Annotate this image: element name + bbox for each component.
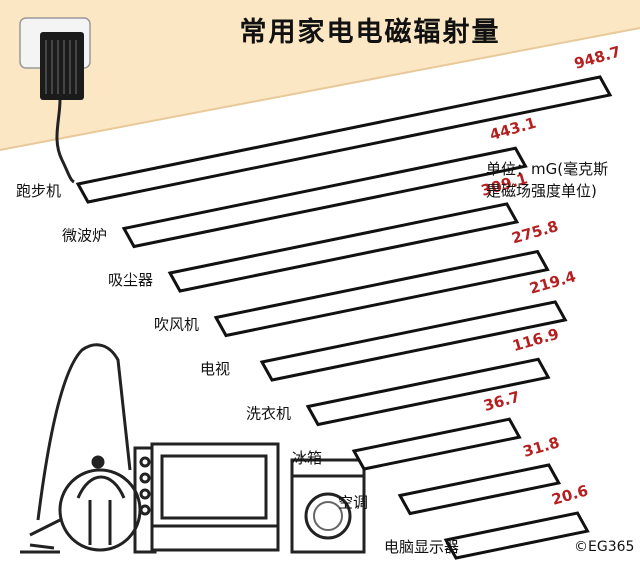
- category-label-line: 吸尘器: [108, 271, 153, 289]
- category-label-4: 吹风机: [154, 316, 199, 334]
- category-label-7: 冰箱: [292, 449, 322, 467]
- category-label-line: 电视: [200, 360, 230, 378]
- category-label-line: 微波炉: [62, 227, 107, 245]
- bar-9: [443, 511, 590, 560]
- chart-title: 常用家电电磁辐射量: [239, 17, 501, 48]
- category-label-line: 吹风机: [154, 316, 199, 334]
- credit-text: ©EG365: [574, 539, 635, 555]
- category-label-line: 洗衣机: [246, 405, 291, 423]
- unit-note-line-1: 单位：mG(毫克斯: [486, 160, 609, 178]
- value-label-7: 36.7: [482, 387, 523, 415]
- bar-7: [351, 417, 522, 471]
- category-label-6: 洗衣机: [246, 405, 291, 423]
- bar-5: [259, 300, 568, 382]
- category-label-9: 电脑显示器: [384, 538, 459, 556]
- unit-note: 单位：mG(毫克斯 是磁场强度单位): [486, 158, 608, 202]
- washing-machine-icon: [290, 458, 366, 554]
- vacuum-cleaner-icon: [20, 343, 142, 554]
- category-label-2: 微波炉: [62, 227, 107, 245]
- power-adapter-icon: [19, 17, 91, 184]
- category-label-line: 跑步机: [16, 182, 61, 200]
- bar-6: [305, 357, 551, 427]
- value-label-9: 20.6: [550, 481, 591, 509]
- bar-8: [397, 463, 562, 516]
- wall-edge: [0, 27, 640, 151]
- bar-2: [121, 146, 528, 249]
- bar-layer: [75, 75, 613, 560]
- category-label-1: 跑步机: [16, 182, 61, 200]
- bar-4: [213, 249, 550, 338]
- category-label-line: 空调: [338, 494, 368, 512]
- category-label-5: 电视: [200, 360, 230, 378]
- category-label-8: 空调: [338, 494, 368, 512]
- unit-note-line-2: 是磁场强度单位): [486, 182, 597, 200]
- tv-cabinet-icon: [133, 442, 280, 554]
- value-label-1: 948.7: [572, 42, 623, 72]
- category-label-3: 吸尘器: [108, 271, 153, 289]
- bar-3: [167, 202, 520, 293]
- category-label-line: 电脑显示器: [384, 538, 459, 556]
- wall-panel: [0, 0, 640, 150]
- category-label-line: 冰箱: [292, 449, 322, 467]
- bar-1: [75, 75, 613, 204]
- value-label-8: 31.8: [521, 433, 562, 461]
